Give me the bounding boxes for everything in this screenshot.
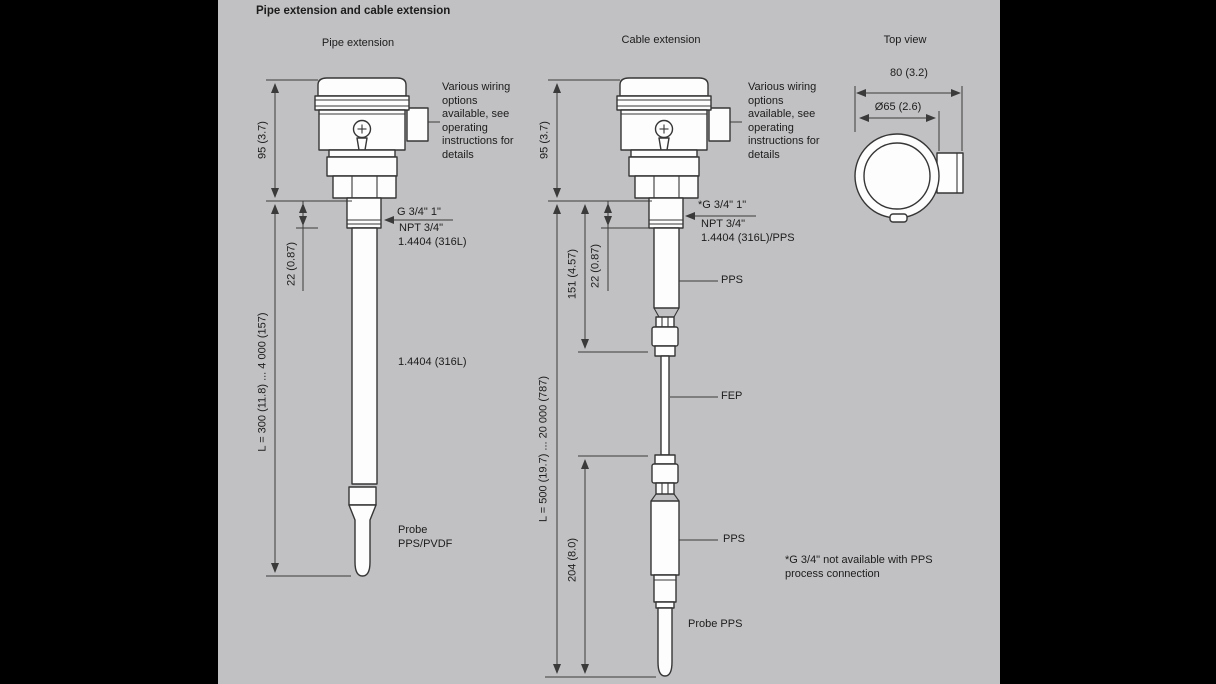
note-line: options — [442, 94, 478, 107]
cable-dim-height: 95 (3.7) — [538, 121, 551, 159]
cable-probe-tip — [657, 607, 673, 677]
note-line: instructions for — [442, 135, 514, 147]
cable-coupling-upper — [651, 326, 679, 347]
cable-dim-probe-section: 204 (8.0) — [566, 537, 579, 583]
diagram-canvas — [266, 77, 964, 678]
cable-thread-label-2: NPT 3/4" — [701, 218, 746, 230]
cable-pps-lower-label: PPS — [723, 533, 746, 545]
probe-line: Probe — [398, 524, 428, 536]
cable-dim-extension: 151 (4.57) — [566, 248, 579, 300]
diagram-page: Pipe extension and cable extension Pipe … — [218, 0, 1000, 684]
note-line: details — [442, 148, 474, 161]
cable-pps-body — [650, 500, 680, 576]
probe-line: PPS/PVDF — [398, 537, 453, 550]
cable-fep-cable — [660, 355, 670, 456]
note-line: Various wiring — [748, 81, 817, 93]
footnote: *G 3/4" not available with PPS process c… — [785, 554, 933, 581]
top-view-connector — [936, 152, 964, 194]
top-view-tab — [889, 213, 908, 223]
page-title: Pipe extension and cable extension — [256, 5, 451, 17]
cable-extension-drawing — [616, 77, 743, 677]
pipe-material-upper: 1.4404 (316L) — [398, 236, 467, 248]
footnote-line: *G 3/4" not available with PPS — [785, 554, 933, 566]
pipe-shaft — [351, 227, 378, 485]
pipe-material-lower: 1.4404 (316L) — [398, 356, 467, 368]
note-line: operating — [748, 121, 794, 134]
pipe-extension-drawing — [314, 77, 441, 577]
cable-wiring-note: Various wiring options available, see op… — [748, 81, 820, 162]
pipe-thread-label-1: G 3/4" 1" — [397, 206, 441, 218]
cable-body-step — [653, 574, 677, 603]
cable-pps-tube — [653, 227, 680, 309]
cable-fep-label: FEP — [721, 390, 743, 402]
cable-dim-length: L = 500 (19.7) ... 20 000 (787) — [537, 375, 550, 523]
cable-nut — [654, 345, 676, 357]
cable-probe-label: Probe PPS — [688, 618, 743, 630]
cable-nut — [655, 316, 675, 328]
cable-probe-neck — [655, 601, 675, 609]
cable-nut — [655, 482, 675, 495]
cable-taper — [650, 493, 680, 502]
housing-inner-circle — [863, 142, 931, 210]
pipe-dim-neck: 22 (0.87) — [285, 241, 298, 287]
pipe-probe-tip — [348, 504, 377, 577]
cable-thread-label-3: 1.4404 (316L)/PPS — [701, 232, 795, 244]
pipe-wiring-note: Various wiring options available, see op… — [442, 81, 514, 162]
pipe-dimension-lines — [266, 79, 453, 577]
top-view-drawing — [854, 86, 964, 223]
note-line: available, see — [442, 108, 510, 120]
top-dim-diameter: Ø65 (2.6) — [874, 101, 922, 113]
pipe-dim-height: 95 (3.7) — [256, 121, 269, 159]
pipe-view-header: Pipe extension — [321, 37, 395, 49]
pipe-probe-label: Probe PPS/PVDF — [398, 524, 452, 551]
pipe-sleeve — [348, 486, 377, 506]
note-line: Various wiring — [442, 81, 511, 93]
cable-thread-label-1: *G 3/4" 1" — [698, 199, 747, 211]
note-line: instructions for — [748, 135, 820, 147]
cable-taper — [653, 307, 680, 318]
top-view-header: Top view — [883, 34, 927, 46]
cable-pps-upper-label: PPS — [721, 274, 744, 286]
cable-dim-neck: 22 (0.87) — [589, 243, 602, 289]
cable-nut — [654, 454, 676, 465]
note-line: available, see — [748, 108, 816, 120]
cable-dimension-lines — [545, 79, 756, 678]
pipe-dim-length: L = 300 (11.8) ... 4 000 (157) — [256, 312, 269, 452]
note-line: options — [748, 94, 784, 107]
pipe-thread-label-2: NPT 3/4" — [399, 222, 444, 234]
footnote-line: process connection — [785, 567, 880, 580]
top-dim-width: 80 (3.2) — [890, 67, 928, 79]
cable-view-header: Cable extension — [621, 34, 701, 46]
note-line: operating — [442, 121, 488, 134]
note-line: details — [748, 148, 780, 161]
cable-coupling-lower — [651, 463, 679, 484]
